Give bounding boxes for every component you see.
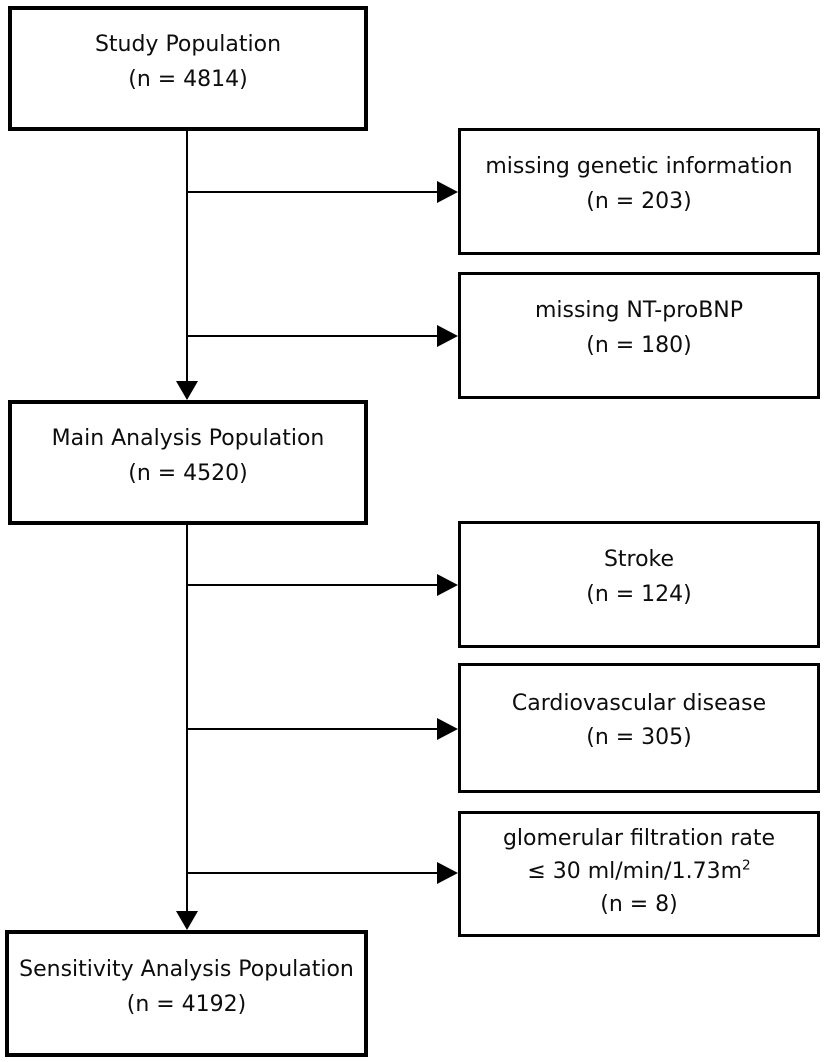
- node-missing-genetic-information: missing genetic information (n = 203): [458, 128, 820, 255]
- node-count: (n = 124): [586, 581, 692, 607]
- node-count: (n = 180): [586, 332, 692, 358]
- node-count: (n = 305): [586, 725, 692, 750]
- node-threshold: ≤ 30 ml/min/1.73m2: [527, 855, 750, 888]
- connector-to-gfr: [187, 862, 458, 884]
- connector-to-missing-genetic: [187, 181, 458, 203]
- connector-to-missing-ntprobnp: [187, 325, 458, 347]
- node-label: Cardiovascular disease: [511, 690, 767, 716]
- node-label: missing genetic information: [485, 154, 793, 180]
- connector-study-to-main: [176, 131, 198, 400]
- node-label: Main Analysis Population: [51, 426, 325, 452]
- node-missing-ntprobnp: missing NT-proBNP (n = 180): [458, 272, 820, 399]
- node-label: missing NT-proBNP: [534, 298, 744, 324]
- node-sensitivity-analysis-population: Sensitivity Analysis Population (n = 419…: [5, 930, 368, 1057]
- node-cardiovascular-disease: Cardiovascular disease (n = 305): [458, 663, 820, 793]
- node-stroke: Stroke (n = 124): [458, 521, 820, 648]
- node-label: Sensitivity Analysis Population: [19, 957, 354, 983]
- connector-to-cardiovascular: [187, 718, 458, 740]
- node-count: (n = 4192): [126, 991, 247, 1017]
- node-count: (n = 203): [586, 188, 692, 214]
- threshold-superscript: 2: [742, 857, 751, 874]
- node-label: Study Population: [94, 32, 282, 58]
- node-count: (n = 8): [600, 891, 678, 917]
- threshold-text: ≤ 30 ml/min/1.73m: [527, 858, 742, 884]
- node-glomerular-filtration-rate: glomerular filtration rate ≤ 30 ml/min/1…: [458, 811, 820, 937]
- node-count: (n = 4814): [128, 66, 248, 92]
- node-label: glomerular filtration rate: [502, 825, 776, 851]
- connector-to-stroke: [187, 574, 458, 596]
- node-study-population: Study Population (n = 4814): [8, 6, 368, 131]
- connector-main-to-sensitivity: [176, 525, 198, 930]
- node-label: Stroke: [603, 547, 675, 573]
- node-main-analysis-population: Main Analysis Population (n = 4520): [8, 400, 368, 525]
- node-count: (n = 4520): [128, 460, 248, 486]
